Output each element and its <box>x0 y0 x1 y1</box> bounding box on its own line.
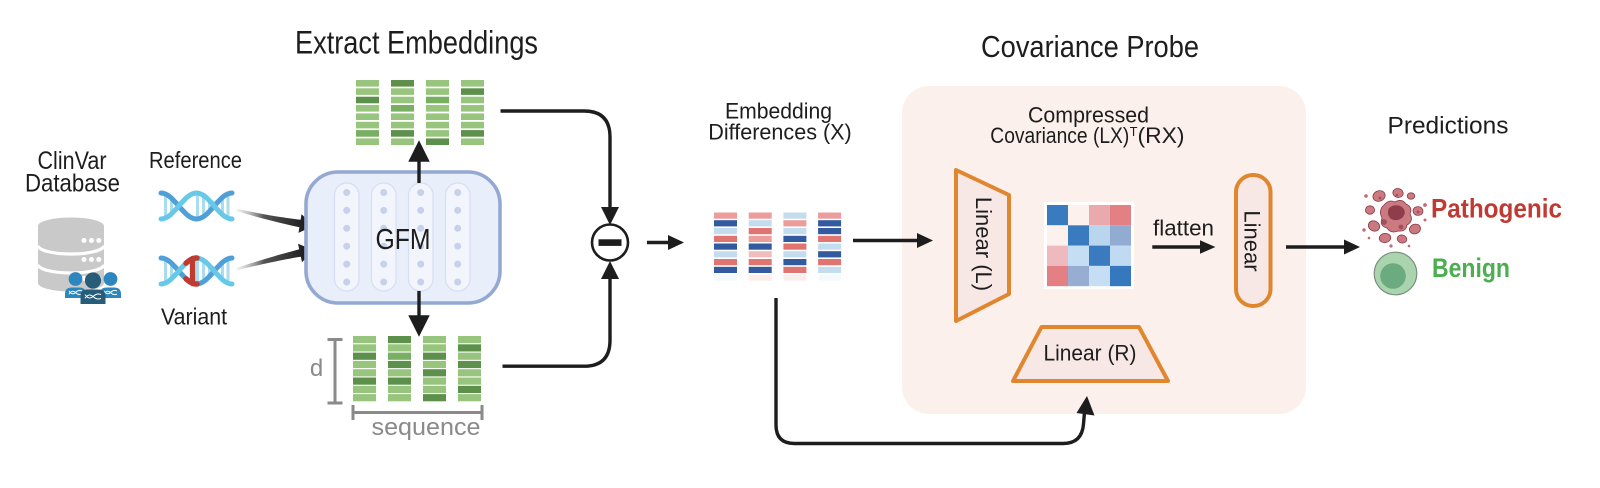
svg-text:Database: Database <box>25 170 120 198</box>
svg-text:Differences (X): Differences (X) <box>708 119 852 144</box>
svg-text:(RX): (RX) <box>1138 123 1185 148</box>
svg-text:Pathogenic: Pathogenic <box>1431 194 1562 224</box>
svg-text:sequence: sequence <box>372 414 481 441</box>
svg-text:Linear (R): Linear (R) <box>1044 341 1137 366</box>
svg-text:flatten: flatten <box>1153 216 1214 241</box>
svg-text:Linear (L): Linear (L) <box>971 197 996 291</box>
svg-text:d: d <box>310 355 323 382</box>
svg-text:Extract Embeddings: Extract Embeddings <box>295 25 538 61</box>
svg-text:T: T <box>1130 125 1138 139</box>
svg-text:Benign: Benign <box>1432 253 1510 283</box>
svg-text:Embedding: Embedding <box>725 98 832 123</box>
svg-text:Reference: Reference <box>149 147 242 173</box>
svg-text:Linear: Linear <box>1240 210 1265 271</box>
svg-text:Variant: Variant <box>161 304 228 330</box>
svg-text:Compressed: Compressed <box>1028 102 1149 127</box>
svg-text:GFM: GFM <box>376 224 431 256</box>
svg-text:Predictions: Predictions <box>1388 113 1509 140</box>
svg-text:Covariance Probe: Covariance Probe <box>981 29 1199 64</box>
svg-text:Covariance (LX): Covariance (LX) <box>990 123 1129 148</box>
svg-text:ClinVar: ClinVar <box>38 147 107 175</box>
